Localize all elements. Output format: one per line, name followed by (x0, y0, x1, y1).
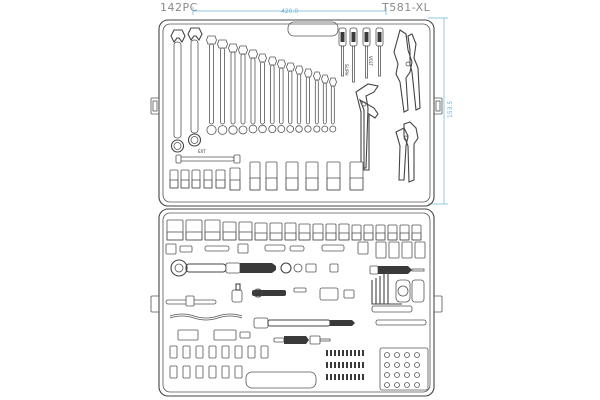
large-combination-wrenches (170, 27, 203, 153)
height-dimension-label: 153.5 (447, 101, 454, 118)
bit-driver (369, 265, 425, 275)
lower-socket-row (166, 219, 422, 241)
deep-sockets (375, 241, 426, 259)
extension-bars (165, 241, 369, 255)
water-pump-pliers (355, 83, 379, 171)
model-label: T581-XL (382, 1, 431, 14)
combination-pliers (393, 29, 421, 113)
upper-case-tray (150, 19, 443, 207)
driver-handle (273, 335, 331, 345)
hex-key-set (371, 272, 425, 305)
bit-socket-grid (379, 347, 429, 391)
extension-marking: EXT (198, 149, 206, 154)
small-sockets (169, 345, 269, 379)
t-bar-and-universal-joint (165, 283, 355, 307)
flexible-shaft (169, 313, 243, 321)
piece-count-label: 142PC (160, 1, 198, 14)
screwdriver-marking: SL/PH (344, 64, 349, 76)
combination-wrench-set (206, 35, 337, 136)
upper-socket-row (169, 161, 364, 191)
diagonal-cutters (395, 121, 419, 183)
tester-marking: VOLT (368, 56, 373, 66)
screwdriver-set: SL/PH VOLT (338, 27, 384, 83)
extension-bar: EXT (175, 149, 241, 164)
breaker-bar (253, 305, 427, 329)
lower-case-tray (150, 208, 443, 397)
width-dimension-label: 420.0 (281, 8, 298, 15)
ratchet-handles (170, 259, 339, 277)
screwdriver-bit-set (326, 350, 364, 380)
spark-plug-socket (177, 329, 251, 341)
dimension-lines: 420.0 153.5 (192, 7, 454, 205)
